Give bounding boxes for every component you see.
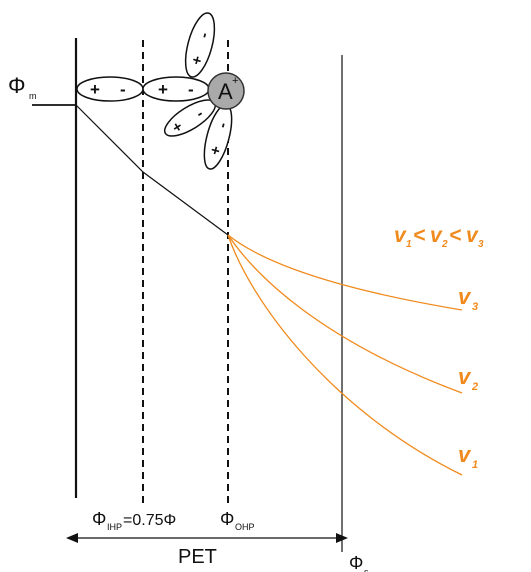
v3-symbol: v [466,224,479,247]
curve-label-v3-sub: 3 [472,301,478,313]
curve-label-v2: v [458,364,472,389]
lt-sign-2: < [449,224,461,247]
v1-symbol: v [394,224,407,247]
curve-label-v2-sub: 2 [471,381,478,393]
dipole-minus-label: - [188,80,194,99]
v2-subscript: 2 [441,239,448,250]
v3-subscript: 3 [478,239,484,250]
dipole-plus-label: + [90,80,100,99]
v2-symbol: v [430,224,443,247]
velocity-inequality: v 1 < v 2 < v 3 [394,224,484,250]
curve-label-v1-sub: 1 [472,459,478,471]
dipole-1: + - [76,76,144,102]
potential-profile-line [75,104,229,236]
ohp-subscript: OHP [235,522,255,532]
dipole-2: + - [142,76,210,102]
dipole-5: + - [203,104,233,170]
dipole-3: + - [184,12,216,78]
lt-sign-1: < [413,224,425,247]
dipole-minus-label: - [214,121,232,130]
pet-double-arrow [66,533,348,543]
ihp-symbol: Φ [92,509,106,529]
ion-a-plus: A + [207,72,245,110]
dipole-minus-label: - [120,80,126,99]
ohp-symbol: Φ [220,509,234,529]
dipole-plus-label: + [158,80,168,99]
curve-label-v3: v [458,284,472,309]
phi-m-symbol: Φ [8,73,26,98]
phi-s-subscript: s [364,567,369,572]
ion-letter: A [218,79,233,104]
curve-label-v1: v [458,442,472,467]
ihp-value: =0.75Φ [123,512,176,529]
ion-charge: + [232,75,238,87]
v1-subscript: 1 [406,239,412,250]
potential-curve-v1 [227,234,463,476]
ihp-subscript: IHP [107,522,122,532]
phi-m-subscript: m [29,91,37,101]
potential-curve-v3 [227,234,463,311]
potential-curve-v2 [227,234,463,394]
phi-s-symbol: Φ [349,553,363,572]
pet-label: PET [178,546,217,568]
dipole-minus-label: - [195,31,213,40]
